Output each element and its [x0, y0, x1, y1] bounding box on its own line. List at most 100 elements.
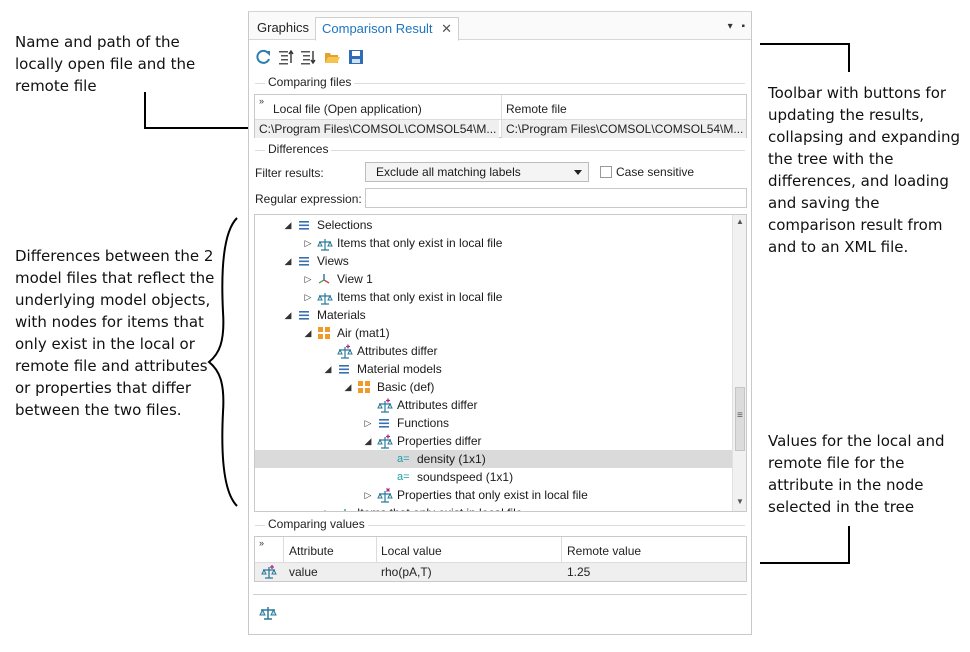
- tree-node-label: Properties that only exist in local file: [397, 488, 588, 502]
- expanded-icon[interactable]: ◢: [284, 220, 292, 230]
- collapsed-icon[interactable]: ▷: [304, 292, 312, 302]
- table-row[interactable]: value rho(pA,T) 1.25: [255, 563, 746, 581]
- material-icon: [357, 380, 373, 394]
- expanded-icon[interactable]: ◢: [284, 256, 292, 266]
- expanded-icon[interactable]: ◢: [364, 436, 372, 446]
- column-options-icon[interactable]: »: [259, 96, 265, 106]
- tree-node[interactable]: ◢ Basic (def): [255, 378, 732, 396]
- collapsed-icon[interactable]: ▷: [304, 238, 312, 248]
- tree-node-label: Materials: [317, 308, 366, 322]
- collapsed-icon[interactable]: ▷: [364, 490, 372, 500]
- expanded-icon[interactable]: ◢: [344, 382, 352, 392]
- collapsed-icon[interactable]: ▷: [323, 504, 333, 511]
- tree-node[interactable]: ▷Functions: [255, 414, 732, 432]
- tree-node[interactable]: Attributes differ: [255, 396, 732, 414]
- comparing-values-label: Comparing values: [265, 517, 368, 531]
- tree-scrollbar[interactable]: ▲ ≡ ▼: [732, 215, 746, 511]
- regex-input[interactable]: [365, 188, 747, 208]
- column-header-remote-file[interactable]: Remote file: [506, 102, 567, 116]
- collapsed-icon[interactable]: ▷: [304, 274, 312, 284]
- tree-node-selected[interactable]: a=density (1x1): [255, 450, 732, 468]
- case-sensitive-checkbox[interactable]: [600, 166, 612, 178]
- tree-node[interactable]: ◢Material models: [255, 360, 732, 378]
- tree-node-label: Attributes differ: [357, 344, 438, 358]
- tree-node[interactable]: ▷View 1: [255, 270, 732, 288]
- regex-label: Regular expression:: [255, 192, 362, 206]
- list-icon: [297, 254, 313, 268]
- toolbar: [249, 42, 751, 72]
- tree-node[interactable]: ▷Items that only exist in local file: [255, 234, 732, 252]
- chevron-down-icon[interactable]: ▾: [727, 21, 733, 32]
- comparing-values-table: » Attribute Local value Remote value val…: [254, 536, 747, 582]
- annotation-file-paths: Name and path of the locally open file a…: [15, 33, 196, 95]
- scroll-down-icon[interactable]: ▼: [736, 497, 744, 506]
- comparing-files-section: Comparing files: [255, 75, 745, 90]
- tab-graphics[interactable]: Graphics: [251, 17, 317, 41]
- tab-comparison-result[interactable]: Comparison Result ✕: [315, 17, 459, 41]
- table-header: » Local file (Open application) Remote f…: [255, 95, 746, 119]
- expanded-icon[interactable]: ◢: [284, 310, 292, 320]
- column-header-local-value[interactable]: Local value: [381, 544, 442, 558]
- expand-all-icon[interactable]: [299, 48, 317, 66]
- leader-toolbar-h: [760, 43, 850, 45]
- balance-diff-icon: [377, 434, 393, 449]
- tree-node-label: Attributes differ: [397, 398, 478, 412]
- annotation-differences: Differences between the 2 model files th…: [15, 247, 215, 419]
- material-icon: [317, 326, 333, 340]
- differences-section: Differences: [255, 142, 745, 157]
- balance-local-icon: [377, 488, 393, 503]
- collapsed-icon[interactable]: ▷: [364, 418, 372, 428]
- remote-value: 1.25: [567, 565, 591, 579]
- list-icon: [297, 218, 313, 232]
- axes-icon: [317, 272, 333, 286]
- comparing-values-section: Comparing values: [255, 517, 745, 532]
- leader-file-paths-h: [144, 127, 249, 129]
- balance-icon[interactable]: [259, 604, 277, 622]
- balance-icon: [317, 290, 333, 305]
- tree-node[interactable]: ▷ Items that only exist in local file: [255, 504, 732, 511]
- tab-comparison-result-label: Comparison Result: [322, 21, 433, 36]
- balance-diff-icon: [337, 344, 353, 359]
- tree-node[interactable]: ◢ Materials: [255, 306, 732, 324]
- folder-open-icon[interactable]: [323, 48, 341, 66]
- balance-diff-icon: [377, 398, 393, 413]
- divider: [253, 594, 747, 595]
- attribute-diff-icon: [261, 564, 277, 580]
- scroll-thumb[interactable]: ≡: [735, 387, 745, 451]
- attribute-value: value: [289, 565, 318, 579]
- leader-toolbar-v: [848, 43, 850, 72]
- tree-node[interactable]: ◢ Air (mat1): [255, 324, 732, 342]
- scroll-up-icon[interactable]: ▲: [736, 217, 744, 226]
- list-icon: [377, 416, 393, 430]
- brace-differences: [207, 217, 238, 507]
- tree-node-label: density (1x1): [417, 452, 486, 466]
- filter-results-value: Exclude all matching labels: [376, 165, 521, 179]
- tree-node[interactable]: ◢Views: [255, 252, 732, 270]
- tree-node-label: Items that only exist in local file: [357, 504, 522, 511]
- collapse-all-icon[interactable]: [277, 48, 295, 66]
- expanded-icon[interactable]: ◢: [304, 328, 312, 338]
- tree-node[interactable]: ◢Properties differ: [255, 432, 732, 450]
- differences-tree: ◢Selections ▷ Items that only exist in loc…: [254, 214, 747, 512]
- tree-node-label: Air (mat1): [337, 326, 390, 340]
- pin-icon[interactable]: ▪: [741, 21, 745, 32]
- expanded-icon[interactable]: ◢: [324, 364, 332, 374]
- tree-node[interactable]: ▷ Properties that only exist in local fil…: [255, 486, 732, 504]
- tree-node[interactable]: a=soundspeed (1x1): [255, 468, 732, 486]
- comparing-files-label: Comparing files: [265, 75, 355, 89]
- column-header-attribute[interactable]: Attribute: [289, 544, 334, 558]
- tree-node[interactable]: Attributes differ: [255, 342, 732, 360]
- tree-node[interactable]: ◢Selections: [255, 216, 732, 234]
- filter-results-select[interactable]: Exclude all matching labels: [365, 162, 589, 182]
- remote-file-path: C:\Program Files\COMSOL\COMSOL54\M...: [502, 120, 746, 138]
- column-options-icon[interactable]: »: [259, 538, 265, 548]
- save-icon[interactable]: [347, 48, 365, 66]
- tree-node[interactable]: ▷Items that only exist in local file: [255, 288, 732, 306]
- leader-values-v: [848, 526, 850, 564]
- refresh-icon[interactable]: [255, 48, 273, 66]
- column-header-local-file[interactable]: Local file (Open application): [273, 102, 422, 116]
- close-icon[interactable]: ✕: [441, 21, 452, 36]
- column-header-remote-value[interactable]: Remote value: [567, 544, 642, 558]
- balance-icon: [337, 506, 353, 511]
- tree-node-label: Basic (def): [377, 380, 435, 394]
